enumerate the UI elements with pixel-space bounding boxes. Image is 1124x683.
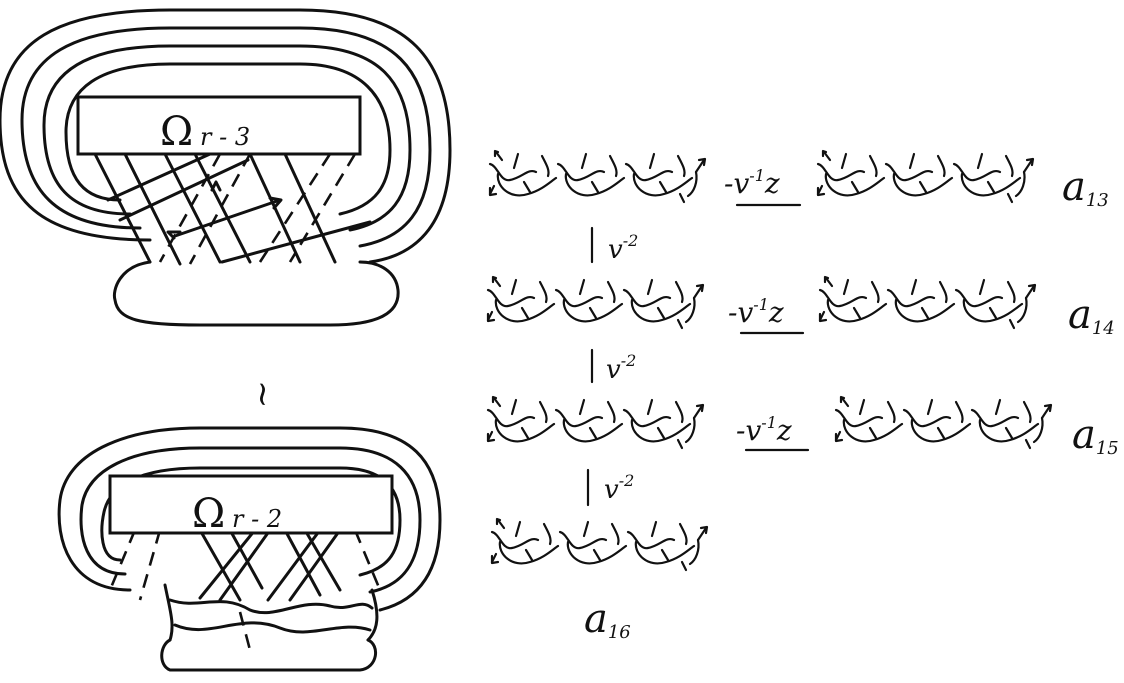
label-a14: a14 — [1068, 292, 1115, 339]
skein-row-a14: -v-1z a14 — [488, 277, 1115, 339]
skein-row-a13: -v-1z a13 — [490, 151, 1109, 211]
coef-minus-v-row1: -v-1z — [724, 166, 780, 200]
top-box-subscript: r - 3 — [200, 123, 250, 151]
skein-row-a15: -v-1z a15 — [488, 397, 1119, 459]
bottom-left-knot: Ω r - 2 — [57, 426, 442, 672]
label-a16: a16 — [584, 596, 631, 643]
coef-minus-v-row2: -v-1z — [728, 295, 784, 329]
top-box-symbol: Ω — [160, 109, 193, 155]
svg-text:v-2: v-2 — [604, 471, 634, 505]
coef-minus-v-row3: -v-1z — [736, 413, 792, 447]
equivalence-sign: ~ — [243, 380, 283, 409]
vertical-relation-2: v-2 — [590, 348, 636, 385]
bottom-box-subscript: r - 2 — [232, 505, 282, 533]
top-left-knot: Ω r - 3 — [0, 8, 452, 327]
label-a15: a15 — [1072, 412, 1119, 459]
label-a13: a13 — [1062, 164, 1109, 211]
bottom-box-symbol: Ω — [192, 491, 225, 537]
skein-row-a16: a16 — [492, 519, 707, 643]
svg-text:v-2: v-2 — [606, 351, 636, 385]
vertical-relation-3: v-2 — [586, 468, 634, 507]
svg-text:v-2: v-2 — [608, 231, 638, 265]
vertical-relation-1: v-2 — [590, 226, 638, 265]
